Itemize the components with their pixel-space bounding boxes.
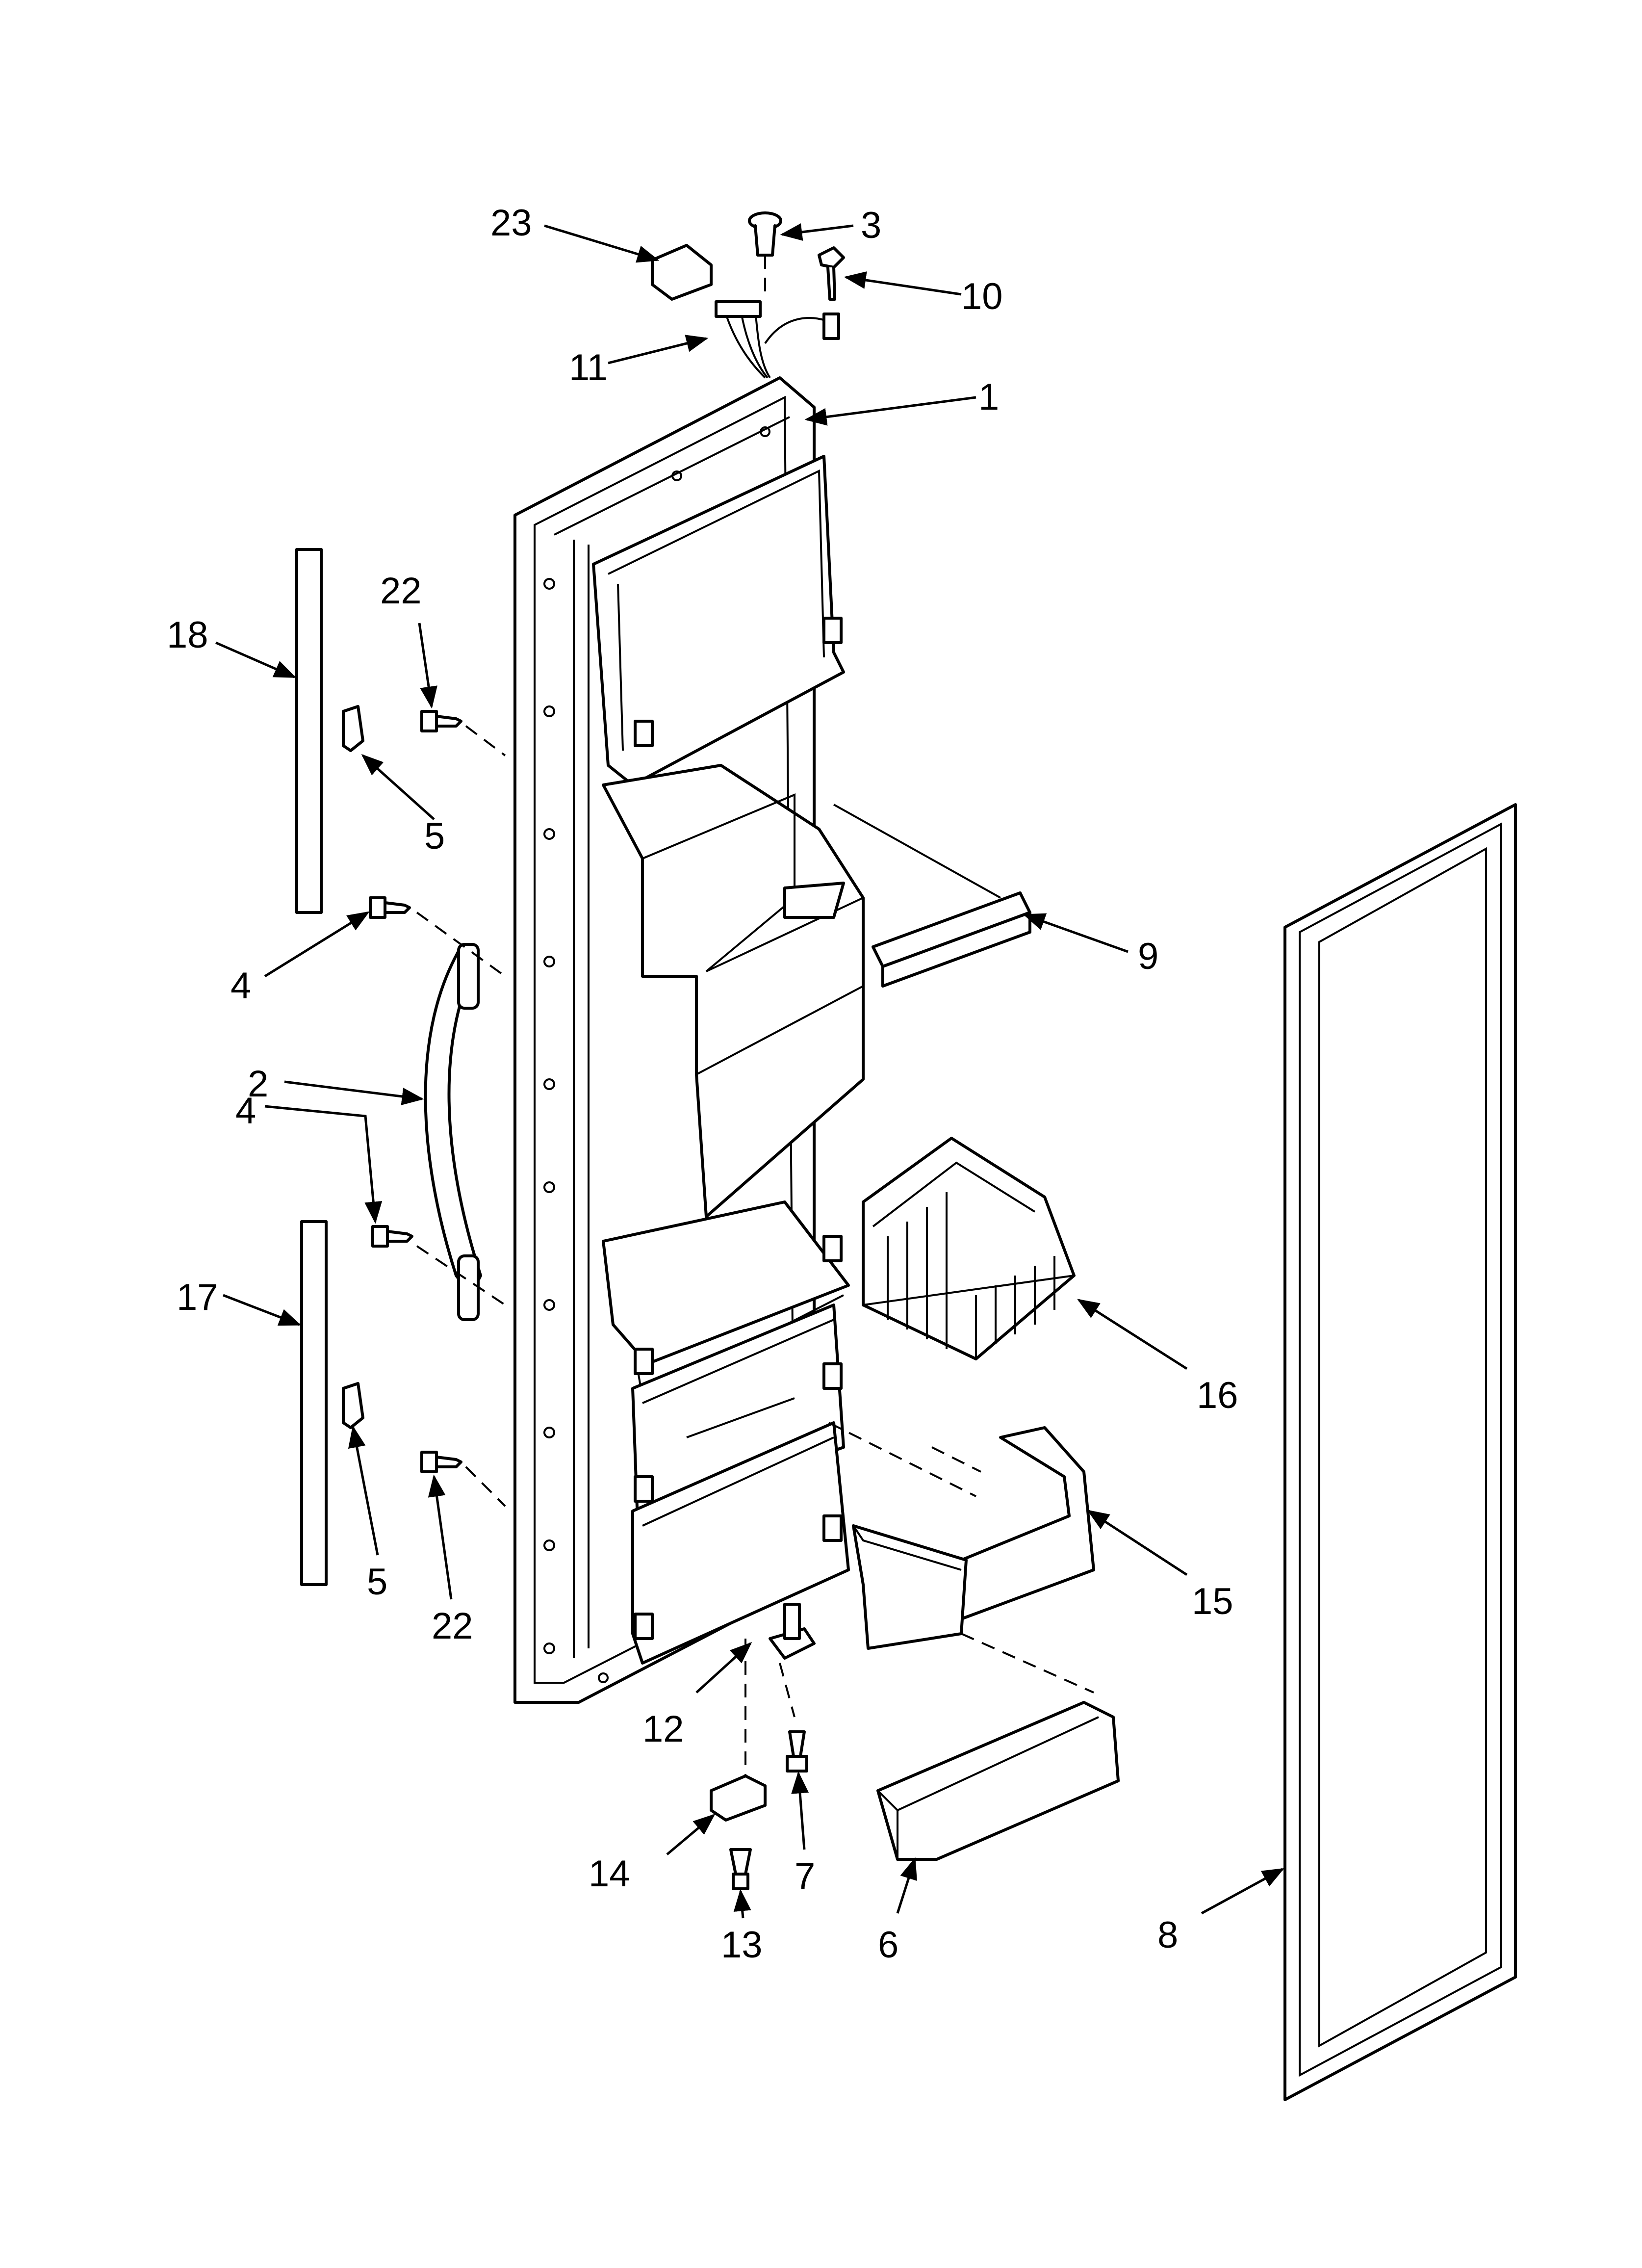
switch-part-23	[651, 244, 713, 301]
door-gasket-part-8	[1283, 803, 1517, 2101]
callout-8: 8	[1157, 1914, 1178, 1956]
door-liner-part-1	[513, 376, 865, 1704]
callout-7: 7	[795, 1855, 815, 1897]
callout-10: 10	[961, 276, 1003, 317]
screw-part-22-upper	[420, 710, 506, 756]
callout-4-upper: 4	[231, 965, 251, 1007]
hinge-part-14	[710, 1774, 767, 1822]
callout-1: 1	[978, 376, 999, 418]
callout-22-upper: 22	[380, 570, 422, 612]
screw-part-4-upper	[369, 896, 506, 977]
wiring-harness-part-11	[715, 300, 840, 379]
trim-strip-part-17	[300, 1220, 328, 1586]
callout-18: 18	[167, 614, 208, 656]
screw-part-22-lower	[420, 1451, 506, 1507]
callout-5-lower: 5	[367, 1561, 387, 1603]
callout-15: 15	[1192, 1581, 1233, 1622]
callout-9: 9	[1138, 936, 1158, 977]
trim-strip-part-18	[295, 548, 323, 914]
bin-part-6	[876, 1701, 1120, 1861]
wire-basket-part-16	[862, 1137, 1076, 1360]
callout-16: 16	[1197, 1375, 1238, 1416]
callout-6: 6	[878, 1924, 898, 1966]
handle-part-2	[424, 943, 482, 1321]
callout-14: 14	[589, 1853, 630, 1895]
callout-11: 11	[569, 347, 608, 389]
callout-12: 12	[642, 1708, 684, 1750]
screw-part-10	[818, 246, 845, 301]
callout-5-upper: 5	[424, 815, 445, 857]
leader-arrows	[215, 223, 1284, 1919]
callout-17: 17	[177, 1277, 218, 1318]
callout-22-lower: 22	[432, 1605, 473, 1647]
callout-labels: 23 3 10 11 1 18 22 5 9 4 2 4 17 16 5 22 …	[167, 202, 1238, 1966]
plug-part-3	[748, 211, 782, 299]
callout-23: 23	[490, 202, 532, 244]
callout-13: 13	[721, 1924, 763, 1966]
screw-part-7	[786, 1730, 808, 1773]
callout-4-lower: 4	[235, 1090, 256, 1132]
screw-part-13	[729, 1848, 752, 1890]
clip-part-5-upper	[342, 705, 364, 752]
screw-part-4-lower	[371, 1225, 506, 1306]
callout-3: 3	[861, 205, 881, 246]
bin-holder-part-15	[852, 1426, 1095, 1650]
bracket-part-9	[833, 804, 1031, 988]
callout-2: 2	[248, 1063, 268, 1105]
clip-part-5-lower	[342, 1382, 364, 1429]
